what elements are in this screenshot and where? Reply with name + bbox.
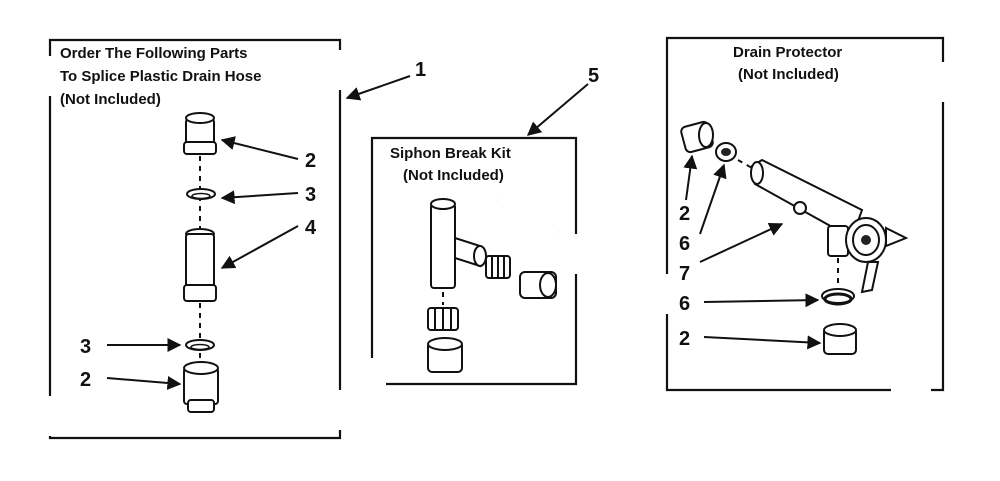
callout-2-bottom: 2 [80, 369, 91, 391]
callout-3-top: 3 [305, 184, 316, 206]
drain-panel: Drain Protector (Not Included) [665, 36, 945, 392]
siphon-tee-fitting [430, 198, 487, 289]
callout-5: 5 [588, 65, 599, 87]
drain-callout-2-bottom: 2 [679, 328, 690, 350]
siphon-cap-bottom [427, 337, 463, 373]
callout-2-top: 2 [305, 150, 316, 172]
drain-panel-title-line2: (Not Included) [738, 66, 839, 83]
callout-1-arrow [345, 75, 411, 101]
drain-callout-6-top: 6 [679, 233, 690, 255]
drain-callout-7: 7 [679, 263, 690, 285]
drain-panel-border [665, 36, 945, 392]
clamp-ring-top [186, 188, 216, 200]
splice-panel-title-line3: (Not Included) [60, 91, 161, 108]
siphon-cap-right [519, 271, 557, 299]
splice-panel-title-line2: To Splice Plastic Drain Hose [60, 68, 261, 85]
siphon-panel-title-line2: (Not Included) [403, 167, 504, 184]
callout-3-bottom: 3 [80, 336, 91, 358]
drain-cap-bottom [823, 323, 857, 355]
hose-connector-bottom [183, 361, 219, 413]
splice-connector [183, 228, 217, 302]
siphon-panel-border [370, 136, 578, 386]
siphon-tube [497, 198, 559, 234]
siphon-panel: Siphon Break Kit (Not Included) [370, 136, 578, 386]
clamp-ring-bottom [185, 339, 215, 351]
drain-callout-6-bottom: 6 [679, 293, 690, 315]
callout-4: 4 [305, 217, 317, 239]
siphon-nut-bottom [427, 307, 459, 331]
splice-panel-title-line1: Order The Following Parts [60, 45, 248, 62]
drain-panel-title-line1: Drain Protector [733, 44, 842, 61]
siphon-nut-right [485, 255, 511, 279]
drain-cap-top [680, 120, 714, 154]
splice-panel: Order The Following Parts To Splice Plas… [48, 38, 342, 440]
drain-nut-top [715, 142, 737, 162]
siphon-panel-title-line1: Siphon Break Kit [390, 145, 511, 162]
callout-1: 1 [415, 59, 426, 81]
hose-connector-top [183, 112, 217, 155]
drain-ring-bottom [821, 288, 855, 306]
splice-panel-border [48, 38, 342, 440]
drain-protector-body [750, 158, 909, 294]
callout-5-arrow [526, 83, 589, 136]
drain-callout-2-top: 2 [679, 203, 690, 225]
